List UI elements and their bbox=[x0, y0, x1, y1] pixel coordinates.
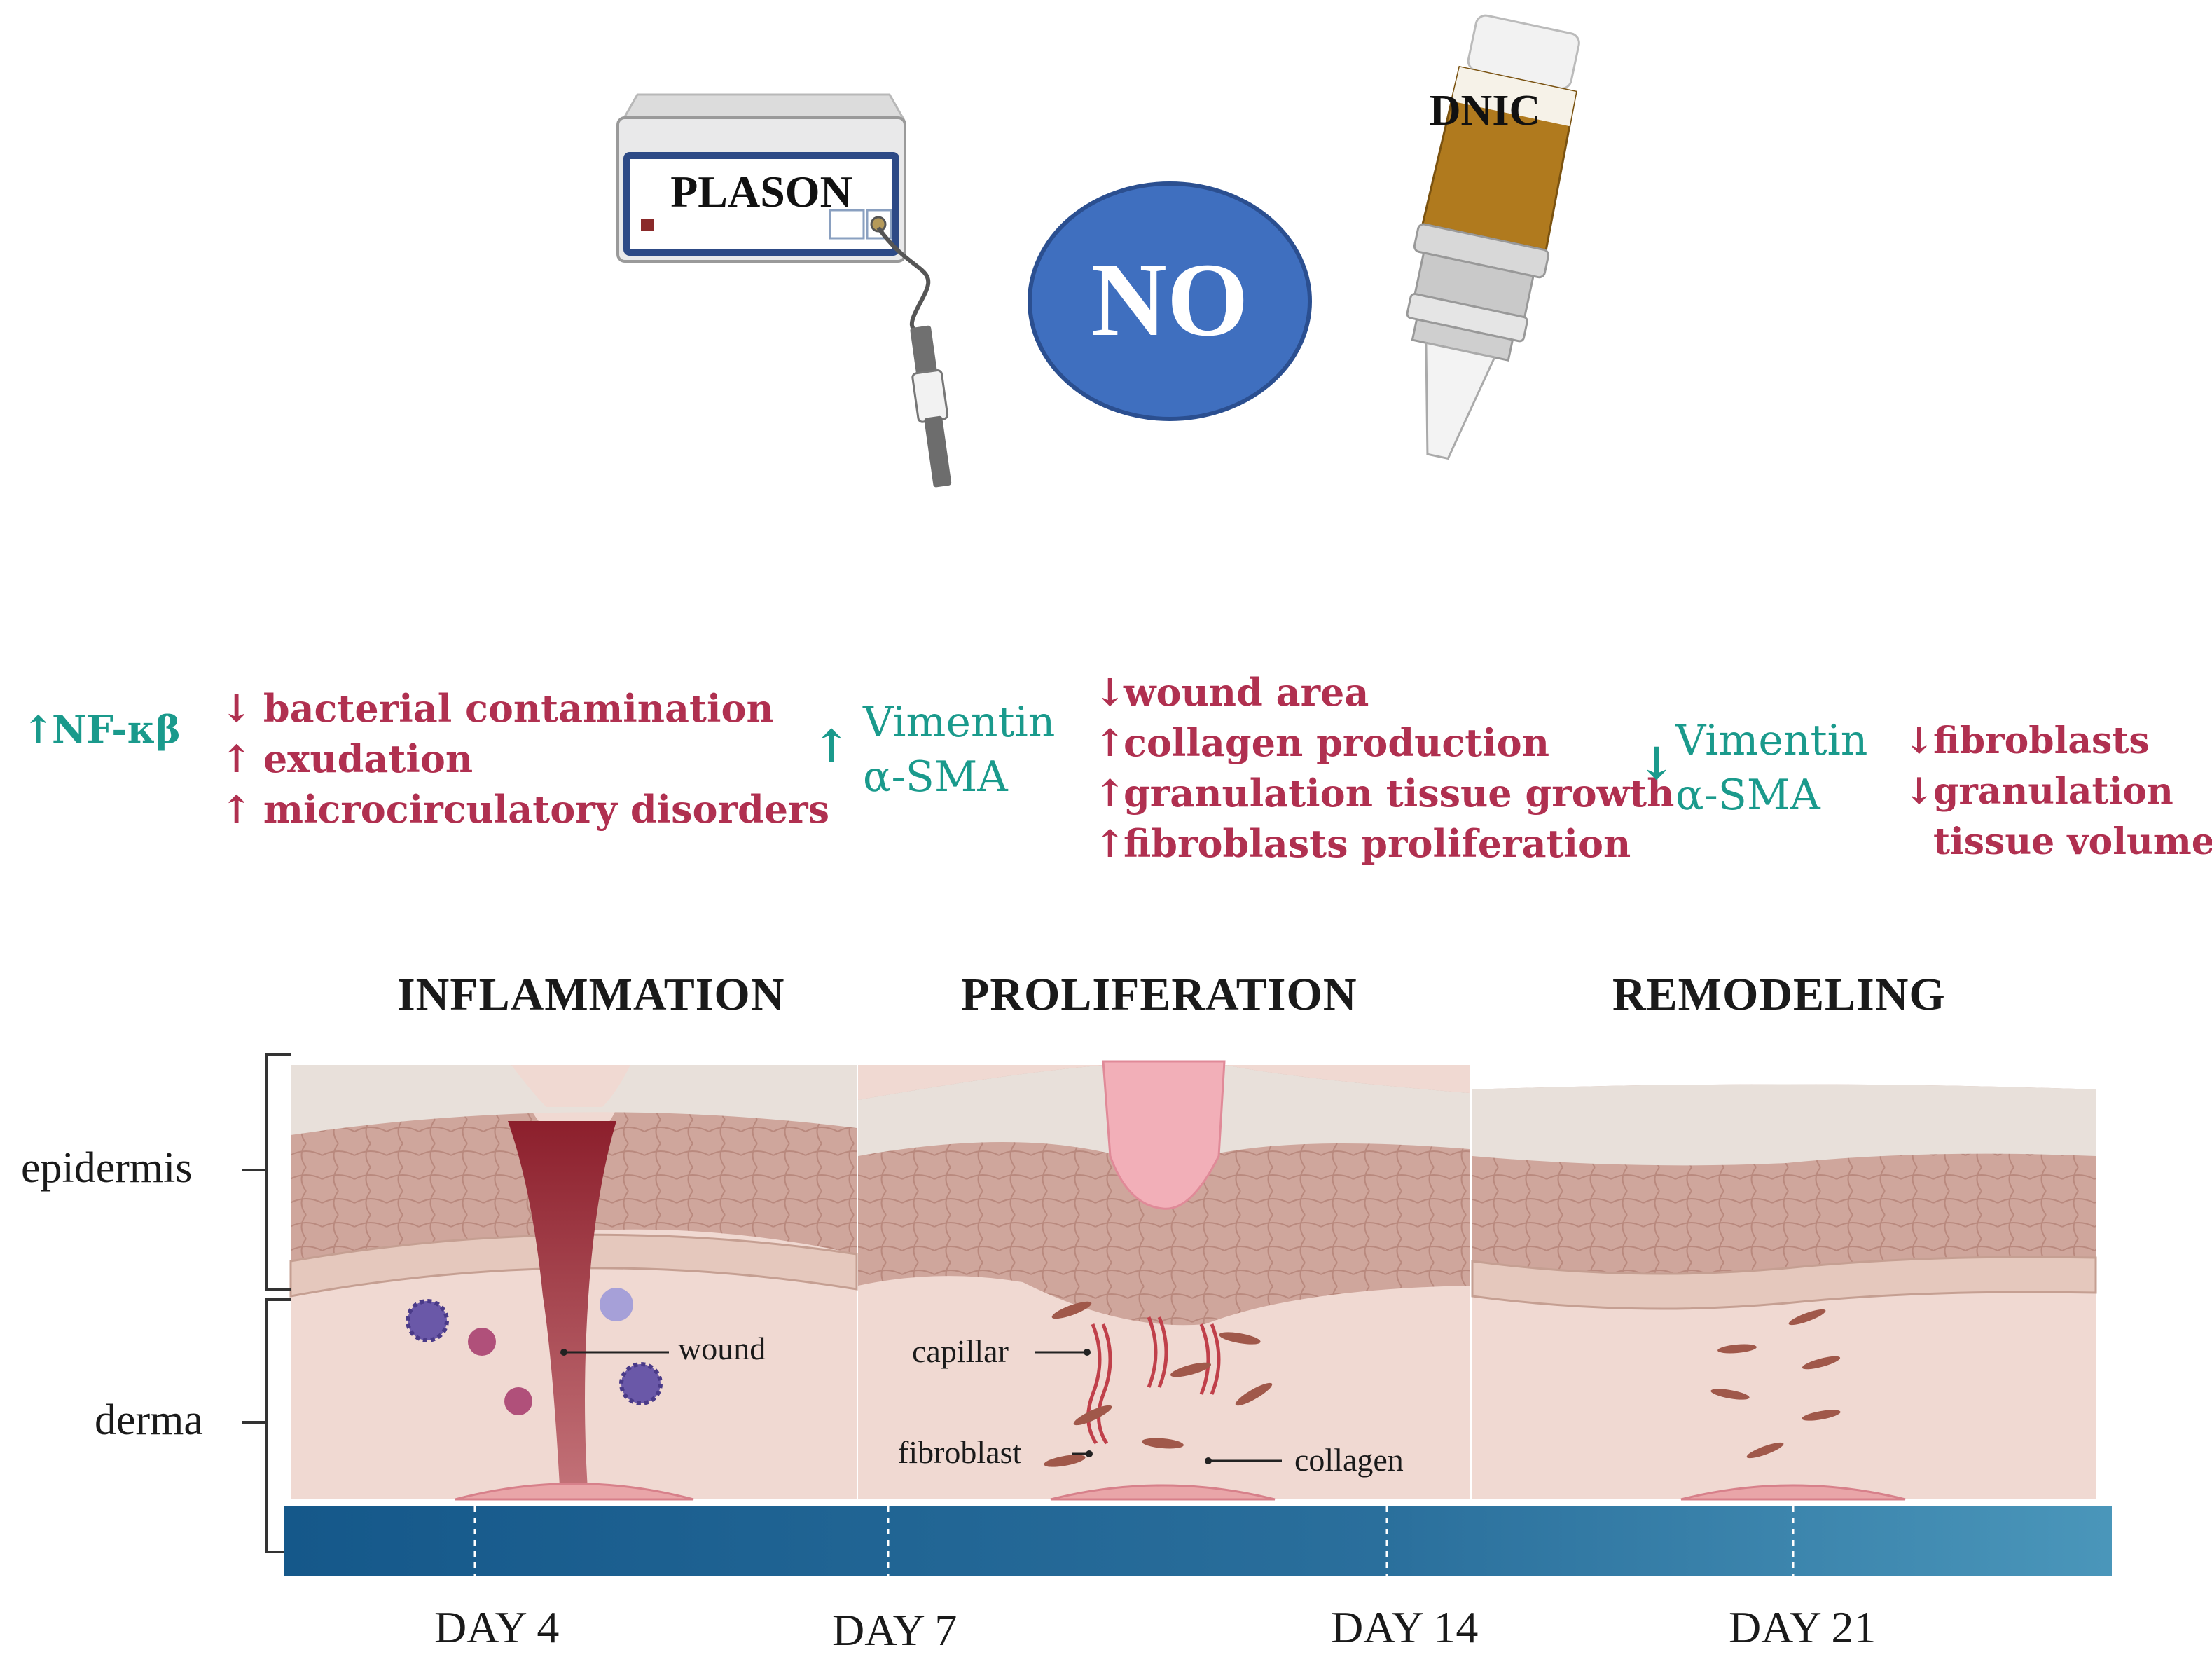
devices-illustration: PLASON NO DNIC bbox=[616, 14, 1580, 488]
arrow-icon: ↑ bbox=[221, 787, 253, 832]
immune-cell-icon bbox=[406, 1288, 663, 1415]
skin-cross-section bbox=[242, 1053, 2112, 1576]
wound-callout: wound bbox=[678, 1331, 766, 1366]
marker-line: α-SMA bbox=[1675, 771, 1820, 820]
list-item: ↓wound area bbox=[1094, 667, 1674, 717]
proliferation-marker: Vimentin α-SMA bbox=[863, 695, 1055, 804]
marker-line: α-SMA bbox=[863, 752, 1008, 802]
phase-title-inflammation: INFLAMMATION bbox=[397, 969, 785, 1020]
list-item: ↑granulation tissue growth bbox=[1094, 768, 1674, 818]
list-item: ↑collagen production bbox=[1094, 717, 1674, 768]
proliferation-effects: ↓wound area ↑collagen production ↑granul… bbox=[1094, 667, 1674, 869]
remodeling-effects: ↓fibroblasts ↓granulation tissue volume bbox=[1904, 716, 2212, 867]
phase-title-remodeling: REMODELING bbox=[1612, 969, 1946, 1020]
effect-text: fibroblasts proliferation bbox=[1124, 821, 1631, 866]
effect-text: bacterial contamination bbox=[263, 686, 774, 731]
remodeling-marker-arrow: ↓ bbox=[1638, 739, 1675, 790]
fibroblast-icon bbox=[1044, 1301, 1273, 1467]
arrow-icon: ↑ bbox=[813, 720, 850, 773]
timeline-bar bbox=[284, 1506, 2112, 1576]
remodeling-marker: Vimentin α-SMA bbox=[1675, 713, 1867, 823]
timeline-ticks bbox=[473, 1506, 1795, 1576]
proliferation-marker-arrow: ↑ bbox=[813, 722, 850, 772]
collagen-callout: collagen bbox=[1294, 1442, 1404, 1478]
day-label: DAY 7 bbox=[832, 1605, 958, 1655]
effect-text: fibroblasts bbox=[1933, 720, 2150, 762]
list-item: ↓granulation bbox=[1904, 766, 2212, 817]
panel-proliferation bbox=[858, 1060, 1470, 1501]
marker-line: Vimentin bbox=[1675, 716, 1868, 765]
dnic-bottle bbox=[1406, 14, 1580, 460]
effect-text: granulation bbox=[1933, 770, 2173, 813]
day-label: DAY 14 bbox=[1331, 1602, 1479, 1652]
dnic-label: DNIC bbox=[1430, 87, 1540, 135]
inflammation-effects: ↓ bacterial contamination ↑ exudation ↑ … bbox=[221, 683, 829, 834]
effect-text: wound area bbox=[1124, 670, 1369, 715]
arrow-icon: ↓ bbox=[1904, 720, 1935, 762]
day-label: DAY 21 bbox=[1729, 1602, 1876, 1652]
effect-text: collagen production bbox=[1124, 720, 1549, 765]
effect-text: granulation tissue growth bbox=[1124, 771, 1675, 816]
effect-text: microcirculatory disorders bbox=[263, 787, 829, 832]
panel-inflammation bbox=[289, 1065, 858, 1501]
effect-text: tissue volume bbox=[1933, 820, 2212, 863]
day-label: DAY 4 bbox=[434, 1602, 560, 1652]
list-item: ↓ bacterial contamination bbox=[221, 683, 829, 734]
panel-remodeling bbox=[1471, 1084, 2097, 1501]
effect-text: exudation bbox=[263, 736, 473, 781]
arrow-icon: ↑ bbox=[1094, 821, 1126, 866]
fibroblast-callout: fibroblast bbox=[898, 1434, 1022, 1470]
arrow-icon: ↑ bbox=[1094, 720, 1126, 765]
arrow-icon: ↓ bbox=[1094, 670, 1126, 715]
arrow-icon: ↑ bbox=[22, 707, 55, 752]
arrow-icon: ↓ bbox=[221, 686, 253, 731]
derma-label: derma bbox=[95, 1396, 203, 1444]
list-item: ↑fibroblasts proliferation bbox=[1094, 818, 1674, 869]
marker-line: Vimentin bbox=[863, 698, 1056, 747]
plason-label: PLASON bbox=[670, 167, 852, 216]
plason-device bbox=[616, 93, 952, 488]
list-item: tissue volume bbox=[1904, 817, 2212, 867]
fibroblast-icon bbox=[1710, 1309, 1841, 1459]
no-label: NO bbox=[1091, 242, 1249, 358]
list-item: ↓fibroblasts bbox=[1904, 716, 2212, 766]
arrow-icon: ↑ bbox=[1094, 771, 1126, 816]
list-item: ↑ exudation bbox=[221, 734, 829, 784]
layer-bracket bbox=[242, 1053, 291, 1553]
no-circle bbox=[1028, 181, 1312, 421]
list-item: ↑ microcirculatory disorders bbox=[221, 784, 829, 834]
capillar-callout: capillar bbox=[912, 1333, 1009, 1369]
marker-text: NF-κβ bbox=[52, 707, 181, 752]
inflammation-marker: ↑NF-κβ bbox=[22, 704, 181, 755]
capillary-icon bbox=[1086, 1316, 1221, 1445]
arrow-icon: ↓ bbox=[1638, 738, 1675, 790]
phase-title-proliferation: PROLIFERATION bbox=[961, 969, 1357, 1020]
arrow-icon: ↓ bbox=[1904, 770, 1935, 813]
wound-icon bbox=[508, 1121, 616, 1499]
arrow-icon: ↑ bbox=[221, 736, 253, 781]
epidermis-label: epidermis bbox=[21, 1144, 193, 1192]
